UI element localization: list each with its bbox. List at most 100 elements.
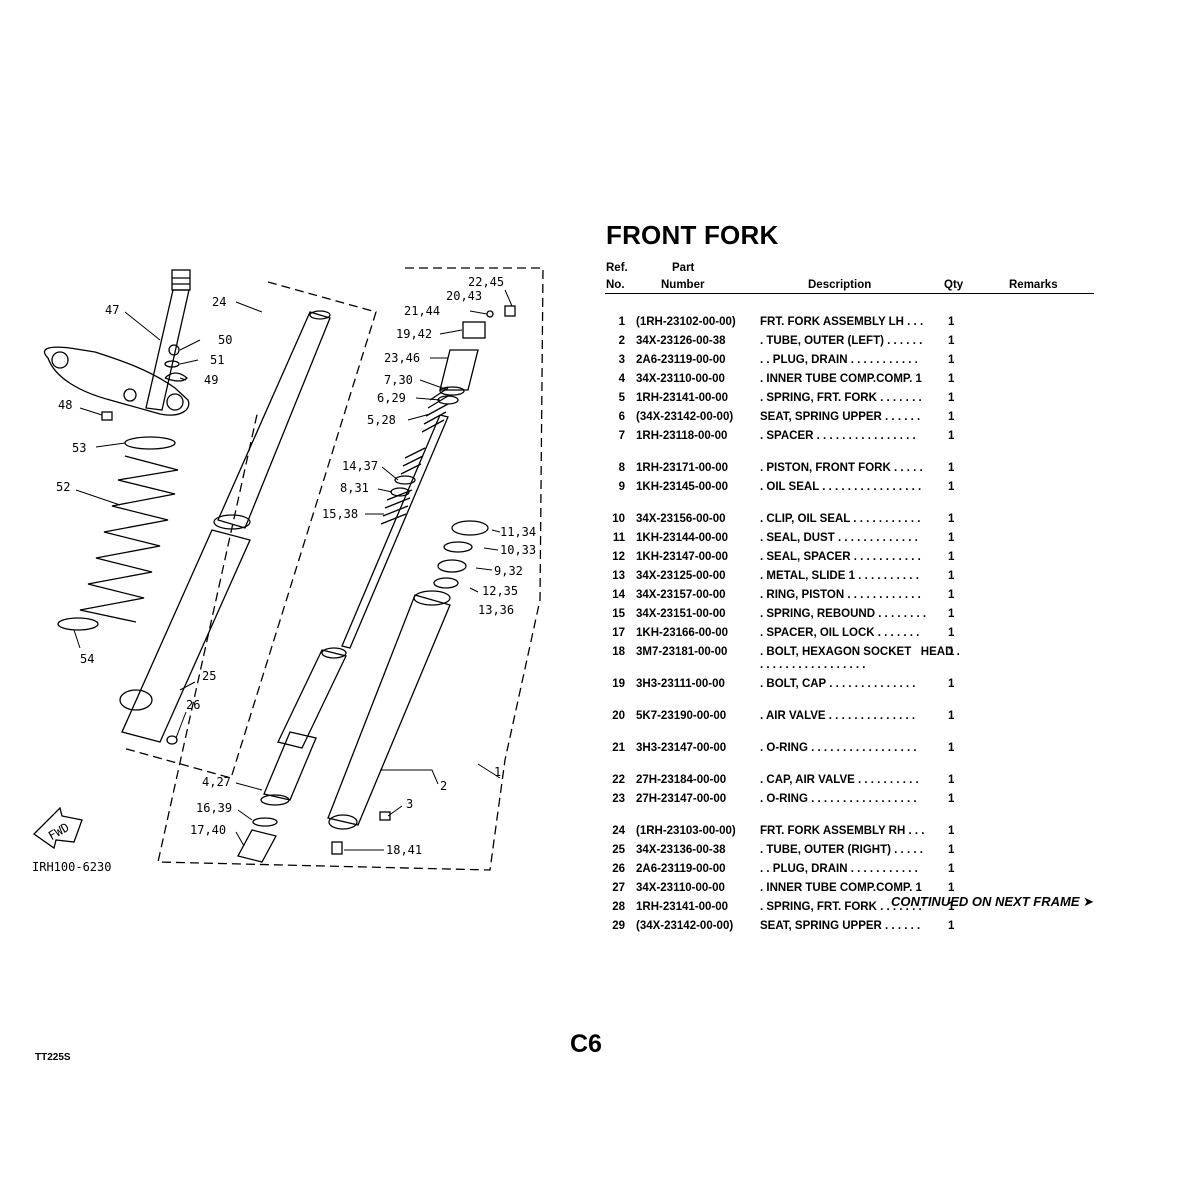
qty-cell: 1: [948, 882, 955, 894]
clip-49: [164, 372, 188, 382]
description-cell: FRT. FORK ASSEMBLY LH . . .: [760, 316, 924, 328]
fwd-label: FWD: [46, 820, 72, 843]
description-cell: . SPACER, OIL LOCK . . . . . . .: [760, 627, 920, 639]
callout: 12,35: [482, 584, 518, 598]
callout: 48: [58, 398, 72, 412]
callout: 47: [105, 303, 119, 317]
table-row: 23 27H-23147-00-00 . O-RING . . . . . . . …: [605, 791, 1095, 823]
qty-cell: 1: [948, 901, 955, 913]
description-cell: . SPACER . . . . . . . . . . . . . . . .: [760, 430, 916, 442]
qty-cell: 1: [948, 551, 955, 563]
description-cell: . INNER TUBE COMP.COMP. 1: [760, 882, 922, 894]
part-number-cell: 34X-23136-00-38: [636, 844, 726, 856]
part-number-cell: 27H-23147-00-00: [636, 793, 727, 805]
description-cell: . INNER TUBE COMP.COMP. 1: [760, 373, 922, 385]
description-cell: . SPRING, FRT. FORK . . . . . . .: [760, 392, 922, 404]
ref-cell: 28: [612, 901, 625, 913]
ref-cell: 6: [618, 411, 625, 423]
description-cell: . CAP, AIR VALVE . . . . . . . . . .: [760, 774, 919, 786]
ref-cell: 5: [618, 392, 625, 404]
col-qty: Qty: [944, 279, 964, 291]
ref-cell: 12: [612, 551, 625, 563]
description-cell: . OIL SEAL . . . . . . . . . . . . . . .…: [760, 481, 922, 493]
description-cell: SEAT, SPRING UPPER . . . . . .: [760, 411, 921, 423]
ref-cell: 23: [612, 793, 625, 805]
description-cell: . RING, PISTON . . . . . . . . . . . .: [760, 589, 921, 601]
callout: 3: [406, 797, 413, 811]
table-row: 6 (34X-23142-00-00) SEAT, SPRING UPPER . .…: [605, 409, 1095, 428]
col-ref-line1: Ref.: [606, 262, 628, 274]
col-ref-line2: No.: [606, 279, 625, 291]
description-cell: . AIR VALVE . . . . . . . . . . . . . .: [760, 710, 916, 722]
front-fork-exploded-diagram: 47 24 22,45 20,43 21,44 19,42 23,46 7,30…: [32, 267, 544, 874]
table-row: 1(1RH-23102-00-00)FRT. FORK ASSEMBLY LH …: [605, 314, 1095, 333]
part-number-cell: 3H3-23147-00-00: [636, 742, 727, 754]
callout: 16,39: [196, 801, 232, 815]
ref-cell: 25: [612, 844, 625, 856]
description-cell: . SPRING, FRT. FORK . . . . . . .: [760, 901, 922, 913]
callout: 23,46: [384, 351, 420, 365]
spacer-23: [439, 349, 479, 391]
qty-cell: 1: [948, 513, 955, 525]
continued-note: CONTINUED ON NEXT FRAME ➤: [890, 894, 1094, 909]
callout: 21,44: [404, 304, 440, 318]
rh-assembly-frame: [157, 267, 544, 871]
part-number-cell: 34X-23151-00-00: [636, 608, 726, 620]
steering-stem: [43, 269, 191, 416]
qty-cell: 1: [948, 373, 955, 385]
parts-list: 1(1RH-23102-00-00)FRT. FORK ASSEMBLY LH …: [605, 314, 1095, 937]
description-cell: . SEAL, DUST . . . . . . . . . . . . .: [760, 532, 918, 544]
description-cell: . BOLT, CAP . . . . . . . . . . . . . .: [760, 678, 916, 690]
description-cell: . TUBE, OUTER (LEFT) . . . . . .: [760, 335, 923, 347]
callout: 49: [204, 373, 218, 387]
callout: 2: [440, 779, 447, 793]
o-ring-21: [486, 310, 494, 318]
ref-cell: 1: [618, 316, 625, 328]
description-cell: . . PLUG, DRAIN . . . . . . . . . . .: [760, 863, 918, 875]
callout: 26: [186, 698, 200, 712]
part-number-cell: 1RH-23118-00-00: [636, 430, 728, 442]
part-number-cell: 34X-23126-00-38: [636, 335, 726, 347]
description-cell: . BOLT, HEXAGON SOCKET HEAD . . . . . . …: [760, 646, 960, 671]
callout: 5,28: [367, 413, 396, 427]
part-number-cell: 34X-23110-00-00: [636, 373, 725, 385]
part-number-cell: (34X-23142-00-00): [636, 411, 734, 423]
callout: 24: [212, 295, 226, 309]
qty-cell: 1: [948, 462, 955, 474]
callout: 8,31: [340, 481, 369, 495]
callout: 7,30: [384, 373, 413, 387]
qty-cell: 1: [948, 646, 955, 658]
seat-7: [439, 386, 465, 396]
ref-cell: 19: [612, 678, 625, 690]
qty-cell: 1: [948, 392, 955, 404]
callout: 52: [56, 480, 70, 494]
ref-cell: 13: [612, 570, 625, 582]
callout: 51: [210, 353, 224, 367]
qty-cell: 1: [948, 863, 955, 875]
table-row: 24(1RH-23103-00-00)FRT. FORK ASSEMBLY RH…: [605, 823, 1095, 842]
qty-cell: 1: [948, 316, 955, 328]
part-number-cell: 34X-23157-00-00: [636, 589, 726, 601]
part-number-cell: 1KH-23145-00-00: [636, 481, 729, 493]
col-part-line1: Part: [672, 262, 695, 274]
qty-cell: 1: [948, 774, 955, 786]
air-valve-22: [504, 305, 516, 317]
ref-cell: 29: [612, 920, 625, 932]
part-number-cell: 5K7-23190-00-00: [636, 710, 727, 722]
description-cell: . O-RING . . . . . . . . . . . . . . . .…: [760, 793, 917, 805]
description-cell: . . PLUG, DRAIN . . . . . . . . . . .: [760, 354, 918, 366]
